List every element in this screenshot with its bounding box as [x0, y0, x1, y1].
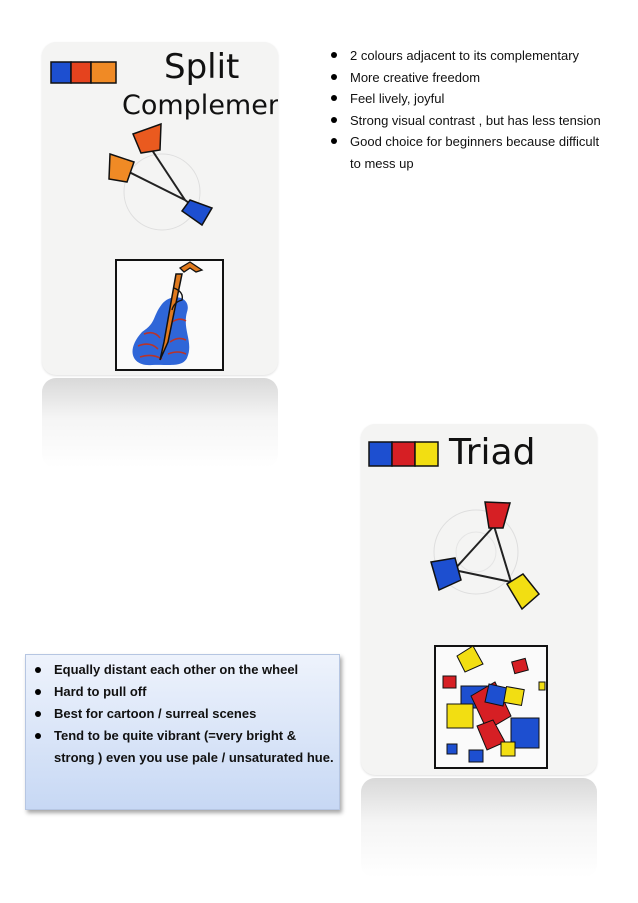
- list-item: Equally distant each other on the wheel: [26, 659, 339, 681]
- split-card-reflection: [42, 378, 278, 468]
- split-swatch-strip: [51, 62, 116, 83]
- triad-card: Triad: [361, 424, 597, 775]
- triad-example-drawing: [435, 646, 547, 768]
- list-item: Hard to pull off: [26, 681, 339, 703]
- split-title-line2: Complementary: [122, 90, 278, 121]
- triad-illustration: Triad: [361, 424, 597, 775]
- swatch-orange: [91, 62, 116, 83]
- wedge-red-orange: [133, 124, 161, 153]
- split-example-drawing: [116, 260, 223, 370]
- list-item: Strong visual contrast , but has less te…: [322, 110, 612, 132]
- wedge-yellow: [507, 574, 539, 609]
- split-complementary-card: Split Complementary: [42, 42, 278, 375]
- list-item: 2 colours adjacent to its complementary: [322, 45, 612, 67]
- triad-swatch-strip: [369, 442, 438, 466]
- triad-notes: Equally distant each other on the wheel …: [26, 659, 339, 769]
- triad-triangle: [454, 526, 511, 582]
- list-item: Best for cartoon / surreal scenes: [26, 703, 339, 725]
- swatch-blue: [369, 442, 392, 466]
- swatch-red: [392, 442, 415, 466]
- triad-notes-box: Equally distant each other on the wheel …: [25, 654, 340, 810]
- split-connector-lines: [125, 144, 194, 207]
- triad-title: Triad: [448, 432, 535, 473]
- list-item: More creative freedom: [322, 67, 612, 89]
- split-complementary-illustration: Split Complementary: [42, 42, 278, 375]
- list-item: Good choice for beginners because diffic…: [322, 131, 612, 174]
- split-title-line1: Split: [164, 47, 239, 87]
- wedge-blue: [431, 558, 461, 590]
- wedge-orange: [109, 154, 134, 182]
- swatch-blue: [51, 62, 71, 83]
- swatch-red: [71, 62, 91, 83]
- swatch-yellow: [415, 442, 438, 466]
- list-item: Tend to be quite vibrant (=very bright &…: [26, 725, 339, 769]
- wedge-red: [485, 502, 510, 528]
- triad-card-reflection: [361, 778, 597, 878]
- list-item: Feel lively, joyful: [322, 88, 612, 110]
- split-complementary-notes: 2 colours adjacent to its complementary …: [322, 45, 612, 174]
